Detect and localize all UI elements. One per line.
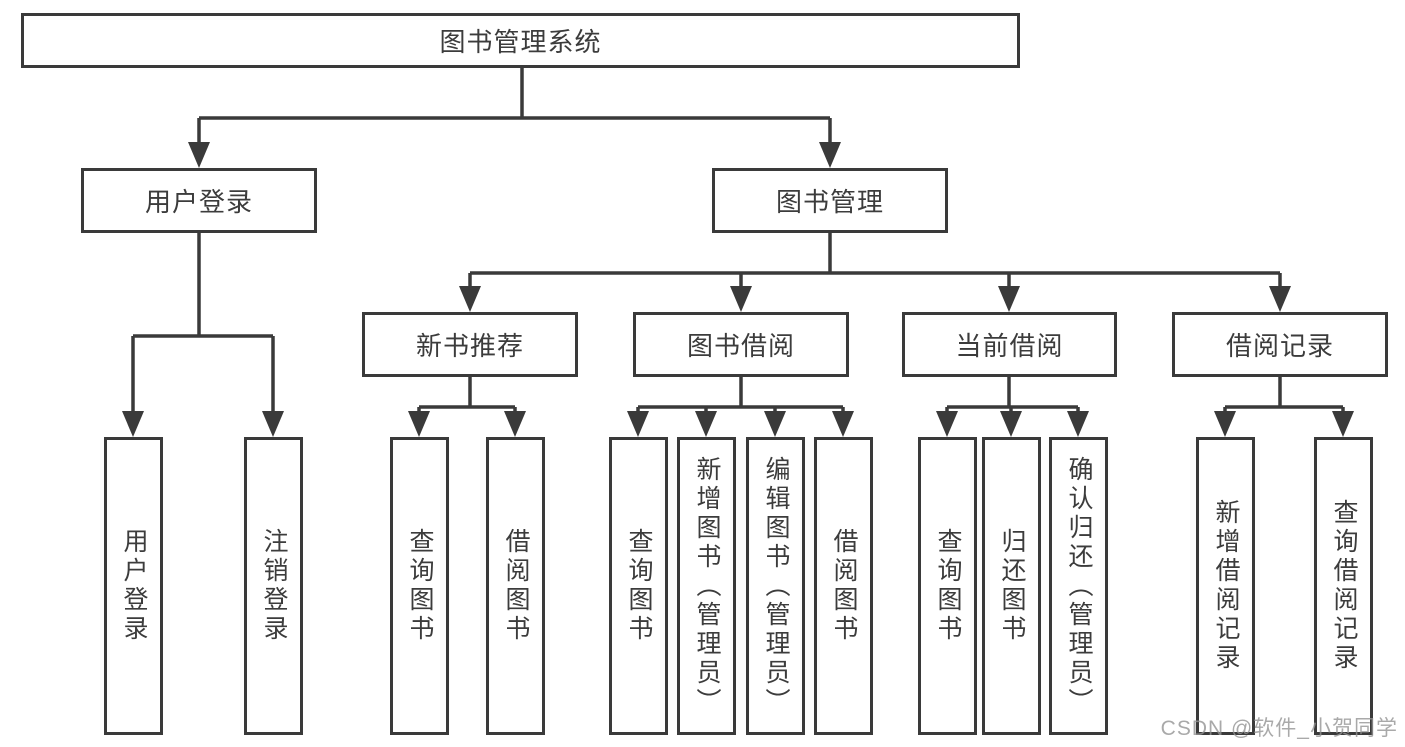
node-label: 图书管理 — [775, 187, 884, 217]
node-new-book-recommendation: 新书推荐 — [362, 312, 578, 377]
node-borrowing-records: 借阅记录 — [1172, 312, 1388, 377]
node-book-borrowing: 图书借阅 — [633, 312, 849, 377]
node-label: 当前借阅 — [955, 331, 1064, 361]
node-current-borrowing: 当前借阅 — [902, 312, 1117, 377]
leaf-add-books-admin: 新增图书（管理员） — [677, 437, 736, 735]
node-label: 查询图书 — [934, 528, 962, 644]
node-label: 新增借阅记录 — [1212, 499, 1240, 673]
leaf-user-login: 用户登录 — [104, 437, 163, 735]
csdn-watermark: CSDN @软件_小贺同学 — [1160, 717, 1398, 740]
leaf-confirm-return-admin: 确认归还（管理员） — [1049, 437, 1108, 735]
node-label: 编辑图书（管理员） — [762, 455, 790, 717]
node-label: 图书管理系统 — [439, 27, 602, 57]
node-label: 确认归还（管理员） — [1065, 455, 1093, 717]
node-root-library-system: 图书管理系统 — [21, 13, 1020, 68]
leaf-query-borrow-record: 查询借阅记录 — [1314, 437, 1373, 735]
node-label: 用户登录 — [120, 528, 148, 644]
node-label: 新书推荐 — [415, 331, 524, 361]
leaf-query-books-2: 查询图书 — [609, 437, 668, 735]
leaf-query-books-1: 查询图书 — [390, 437, 449, 735]
node-label: 借阅记录 — [1225, 331, 1334, 361]
node-label: 查询图书 — [625, 528, 653, 644]
leaf-edit-books-admin: 编辑图书（管理员） — [746, 437, 805, 735]
node-label: 新增图书（管理员） — [693, 455, 721, 717]
node-label: 用户登录 — [144, 187, 253, 217]
leaf-query-books-3: 查询图书 — [918, 437, 977, 735]
leaf-add-borrow-record: 新增借阅记录 — [1196, 437, 1255, 735]
node-user-login: 用户登录 — [81, 168, 317, 233]
leaf-logout: 注销登录 — [244, 437, 303, 735]
node-label: 借阅图书 — [502, 528, 530, 644]
leaf-return-books: 归还图书 — [982, 437, 1041, 735]
node-label: 注销登录 — [260, 528, 288, 644]
node-label: 借阅图书 — [830, 528, 858, 644]
leaf-borrow-books-1: 借阅图书 — [486, 437, 545, 735]
node-book-management: 图书管理 — [712, 168, 948, 233]
node-label: 查询图书 — [406, 528, 434, 644]
node-label: 查询借阅记录 — [1330, 499, 1358, 673]
leaf-borrow-books-2: 借阅图书 — [814, 437, 873, 735]
node-label: 归还图书 — [998, 528, 1026, 644]
node-label: 图书借阅 — [686, 331, 795, 361]
